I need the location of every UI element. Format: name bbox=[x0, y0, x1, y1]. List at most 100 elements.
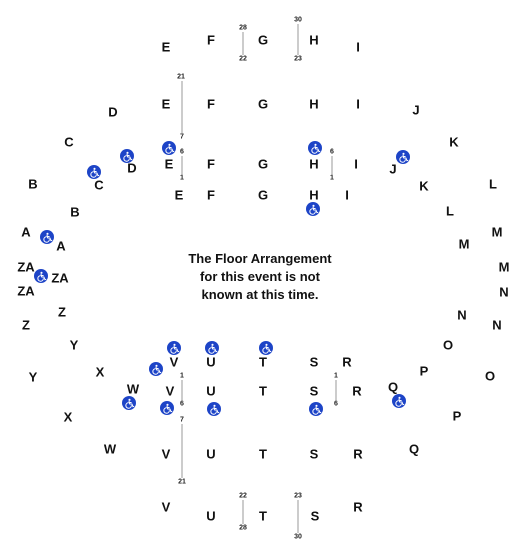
wheelchair-accessible-icon[interactable] bbox=[40, 230, 54, 244]
section-j[interactable]: J bbox=[412, 102, 420, 118]
section-i[interactable]: I bbox=[356, 96, 360, 112]
wheelchair-accessible-icon[interactable] bbox=[308, 141, 322, 155]
section-za[interactable]: ZA bbox=[17, 283, 35, 299]
section-u[interactable]: U bbox=[206, 383, 216, 399]
section-r[interactable]: R bbox=[353, 499, 363, 515]
section-y[interactable]: Y bbox=[28, 369, 38, 385]
section-e[interactable]: E bbox=[161, 96, 171, 112]
section-q[interactable]: Q bbox=[408, 441, 420, 457]
section-a[interactable]: A bbox=[56, 238, 66, 254]
section-o[interactable]: O bbox=[484, 368, 496, 384]
section-za[interactable]: ZA bbox=[17, 259, 35, 275]
section-w[interactable]: W bbox=[103, 441, 117, 457]
section-p[interactable]: P bbox=[452, 408, 462, 424]
section-l[interactable]: L bbox=[446, 203, 454, 219]
wheelchair-accessible-icon[interactable] bbox=[309, 402, 323, 416]
section-y[interactable]: Y bbox=[69, 337, 79, 353]
section-n[interactable]: N bbox=[492, 317, 502, 333]
section-r[interactable]: R bbox=[352, 383, 362, 399]
wheelchair-accessible-icon[interactable] bbox=[205, 341, 219, 355]
section-t[interactable]: T bbox=[259, 383, 267, 399]
section-x[interactable]: X bbox=[63, 409, 73, 425]
floor-message-line: The Floor Arrangement bbox=[188, 251, 332, 266]
section-s[interactable]: S bbox=[310, 508, 320, 524]
section-v[interactable]: V bbox=[161, 499, 171, 515]
section-k[interactable]: K bbox=[449, 134, 459, 150]
section-e[interactable]: E bbox=[161, 39, 171, 55]
section-s[interactable]: S bbox=[309, 383, 319, 399]
wheelchair-accessible-icon[interactable] bbox=[34, 269, 48, 283]
section-f[interactable]: F bbox=[207, 187, 215, 203]
section-i[interactable]: I bbox=[345, 187, 349, 203]
row-number: 30 bbox=[294, 533, 302, 541]
section-v[interactable]: V bbox=[161, 446, 171, 462]
section-g[interactable]: G bbox=[257, 156, 269, 172]
section-f[interactable]: F bbox=[207, 96, 215, 112]
section-m[interactable]: M bbox=[498, 259, 510, 275]
wheelchair-accessible-icon[interactable] bbox=[162, 141, 176, 155]
section-m[interactable]: M bbox=[491, 224, 503, 240]
section-z[interactable]: Z bbox=[58, 304, 66, 320]
section-w[interactable]: W bbox=[126, 381, 140, 397]
section-c[interactable]: C bbox=[64, 134, 74, 150]
section-r[interactable]: R bbox=[342, 354, 352, 370]
section-v[interactable]: V bbox=[169, 354, 179, 370]
section-e[interactable]: E bbox=[164, 156, 174, 172]
section-u[interactable]: U bbox=[206, 508, 216, 524]
section-n[interactable]: N bbox=[457, 307, 467, 323]
section-j[interactable]: J bbox=[389, 161, 397, 177]
row-number: 1 bbox=[180, 174, 184, 182]
wheelchair-accessible-icon[interactable] bbox=[396, 150, 410, 164]
section-h[interactable]: H bbox=[309, 32, 319, 48]
section-t[interactable]: T bbox=[259, 354, 267, 370]
section-l[interactable]: L bbox=[489, 176, 497, 192]
wheelchair-accessible-icon[interactable] bbox=[207, 402, 221, 416]
section-x[interactable]: X bbox=[95, 364, 105, 380]
section-b[interactable]: B bbox=[28, 176, 38, 192]
wheelchair-accessible-icon[interactable] bbox=[122, 396, 136, 410]
section-a[interactable]: A bbox=[21, 224, 31, 240]
section-b[interactable]: B bbox=[70, 204, 80, 220]
section-z[interactable]: Z bbox=[22, 317, 30, 333]
section-v[interactable]: V bbox=[165, 383, 175, 399]
wheelchair-accessible-icon[interactable] bbox=[160, 401, 174, 415]
wheelchair-accessible-icon[interactable] bbox=[87, 165, 101, 179]
section-d[interactable]: D bbox=[127, 160, 137, 176]
section-u[interactable]: U bbox=[206, 446, 216, 462]
section-d[interactable]: D bbox=[108, 104, 118, 120]
section-g[interactable]: G bbox=[257, 187, 269, 203]
wheelchair-accessible-icon[interactable] bbox=[120, 149, 134, 163]
section-h[interactable]: H bbox=[309, 96, 319, 112]
wheelchair-accessible-icon[interactable] bbox=[149, 362, 163, 376]
section-g[interactable]: G bbox=[257, 96, 269, 112]
section-t[interactable]: T bbox=[259, 446, 267, 462]
section-n[interactable]: N bbox=[499, 284, 509, 300]
row-number: 23 bbox=[294, 55, 302, 63]
section-p[interactable]: P bbox=[419, 363, 429, 379]
wheelchair-accessible-icon[interactable] bbox=[306, 202, 320, 216]
wheelchair-accessible-icon[interactable] bbox=[392, 394, 406, 408]
section-m[interactable]: M bbox=[458, 236, 470, 252]
section-e[interactable]: E bbox=[174, 187, 184, 203]
section-u[interactable]: U bbox=[206, 354, 216, 370]
section-f[interactable]: F bbox=[207, 156, 215, 172]
section-s[interactable]: S bbox=[309, 446, 319, 462]
wheelchair-accessible-icon[interactable] bbox=[259, 341, 273, 355]
section-t[interactable]: T bbox=[259, 508, 267, 524]
section-c[interactable]: C bbox=[94, 177, 104, 193]
section-i[interactable]: I bbox=[356, 39, 360, 55]
section-h[interactable]: H bbox=[309, 187, 319, 203]
section-i[interactable]: I bbox=[354, 156, 358, 172]
section-s[interactable]: S bbox=[309, 354, 319, 370]
row-number: 22 bbox=[239, 492, 247, 500]
section-h[interactable]: H bbox=[309, 156, 319, 172]
section-f[interactable]: F bbox=[207, 32, 215, 48]
section-o[interactable]: O bbox=[442, 337, 454, 353]
section-za[interactable]: ZA bbox=[51, 270, 69, 286]
section-r[interactable]: R bbox=[353, 446, 363, 462]
section-k[interactable]: K bbox=[419, 178, 429, 194]
section-q[interactable]: Q bbox=[387, 379, 399, 395]
wheelchair-accessible-icon[interactable] bbox=[167, 341, 181, 355]
section-g[interactable]: G bbox=[257, 32, 269, 48]
